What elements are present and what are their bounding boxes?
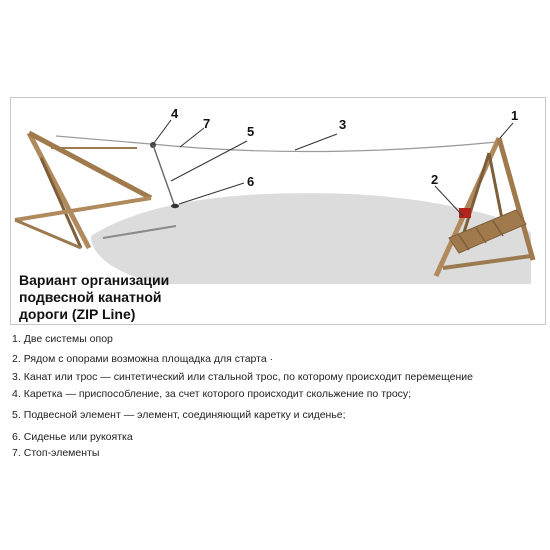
caption-line: подвесной канатной — [19, 289, 162, 305]
legend-item-text: Подвесной элемент — элемент, соединяющий… — [23, 409, 346, 421]
legend-item-number: 3. — [12, 371, 21, 383]
legend-item-text: Стоп-элементы — [23, 447, 100, 459]
callout-6: 6 — [247, 174, 254, 189]
legend-item-text: Две системы опор — [23, 333, 113, 345]
diagram-panel: 4 7 5 3 6 2 1 Вариант организации подвес… — [10, 97, 546, 325]
legend-item: 5.Подвесной элемент — элемент, соединяющ… — [12, 409, 346, 421]
caption-line: дороги (ZIP Line) — [19, 306, 136, 322]
legend-item: 7.Стоп-элементы — [12, 447, 99, 459]
legend-item-number: 6. — [12, 431, 21, 443]
legend-item-number: 5. — [12, 409, 21, 421]
legend-item-text: Каретка — приспособление, за счет которо… — [23, 388, 412, 400]
carriage-assembly — [150, 142, 179, 209]
callout-2: 2 — [431, 172, 438, 187]
legend-item-text: Рядом с опорами возможна площадка для ст… — [23, 353, 274, 365]
legend-item-number: 1. — [12, 333, 21, 345]
start-platform-marker — [459, 208, 471, 218]
legend-item-number: 2. — [12, 353, 21, 365]
cable — [55, 135, 498, 153]
right-support — [433, 136, 536, 278]
legend-item: 2.Рядом с опорами возможна площадка для … — [12, 353, 273, 365]
callout-7: 7 — [203, 116, 210, 131]
callout-5: 5 — [247, 124, 254, 139]
ground-shadow — [91, 193, 531, 284]
legend-item: 1.Две системы опор — [12, 333, 113, 345]
legend-item: 4.Каретка — приспособление, за счет кото… — [12, 388, 411, 400]
diagram-caption: Вариант организации подвесной канатной д… — [19, 272, 219, 323]
caption-line: Вариант организации — [19, 272, 170, 288]
zipline-illustration: 4 7 5 3 6 2 1 — [14, 106, 536, 284]
legend-item-text: Канат или трос — синтетический или сталь… — [23, 371, 473, 383]
left-support — [14, 130, 153, 250]
leader-lines — [153, 119, 514, 217]
legend-item-text: Сиденье или рукоятка — [23, 431, 133, 443]
callout-1: 1 — [511, 108, 518, 123]
legend-item-number: 7. — [12, 447, 21, 459]
legend-item: 3.Канат или трос — синтетический или ста… — [12, 371, 473, 383]
cable-shadow — [102, 225, 177, 239]
legend-item-number: 4. — [12, 388, 21, 400]
callout-4: 4 — [171, 106, 179, 121]
legend-item: 6.Сиденье или рукоятка — [12, 431, 133, 443]
callout-3: 3 — [339, 117, 346, 132]
